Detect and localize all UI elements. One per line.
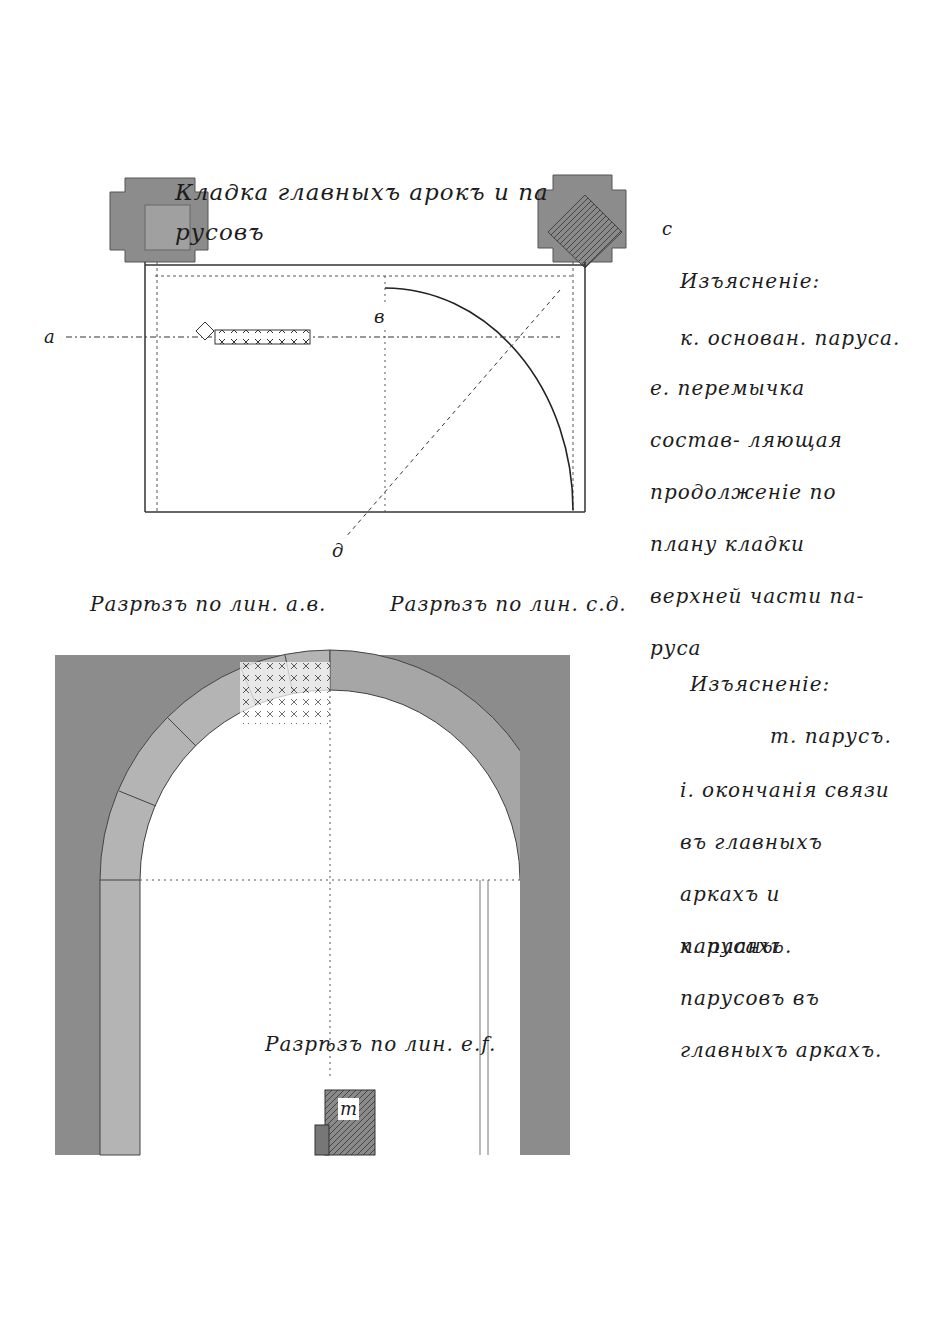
section-caption: Разрѣзъ по лин. а.в. bbox=[90, 578, 326, 630]
heading-note: Изъясненiе: bbox=[680, 255, 820, 307]
legend-note: х. планы парусовъ въ главныхъ аркахъ. bbox=[680, 920, 890, 1076]
legend-note: т. парусъ. bbox=[770, 710, 892, 762]
section-caption: Разрѣзъ по лин. е.f. bbox=[265, 1018, 496, 1070]
point-letter: д bbox=[330, 540, 345, 562]
legend-note: к. основан. паруса. bbox=[680, 312, 900, 364]
point-letter: в bbox=[372, 306, 386, 328]
point-letter: а bbox=[42, 326, 57, 348]
point-letter: с bbox=[660, 218, 674, 240]
drawing-title: Кладка главныхъ арокъ и па русовъ bbox=[175, 172, 605, 252]
legend-note: е. перемычка состав- ляющая продолженiе … bbox=[650, 362, 900, 674]
heading-note: Изъясненiе: bbox=[690, 658, 830, 710]
section-caption: Разрѣзъ по лин. с.д. bbox=[390, 578, 627, 630]
point-letter: т bbox=[338, 1098, 359, 1120]
